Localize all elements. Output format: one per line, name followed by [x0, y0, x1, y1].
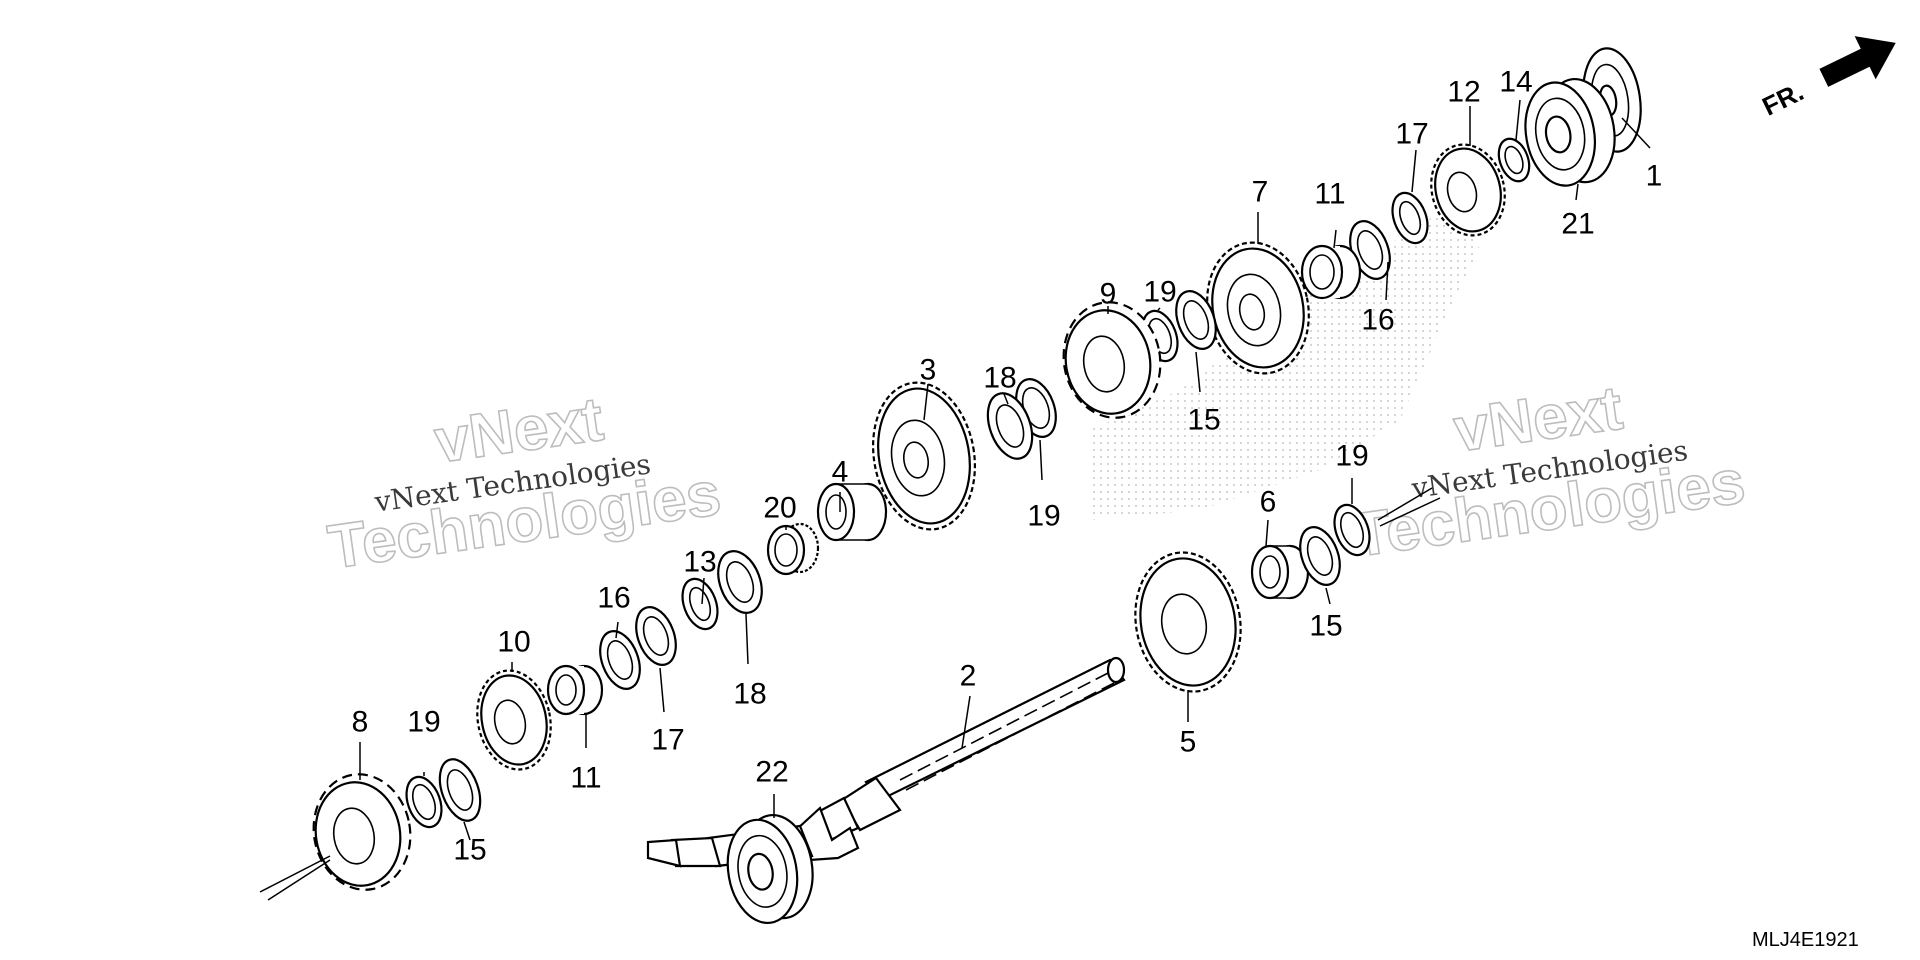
part-circlip-19-right	[1333, 503, 1371, 557]
callout-7: 7	[1252, 176, 1269, 209]
part-gear-3	[872, 381, 976, 531]
callout-20: 20	[763, 492, 796, 525]
callout-15-upper: 15	[1187, 404, 1220, 437]
part-gear-10	[476, 669, 552, 771]
part-bushing-4	[816, 482, 888, 542]
part-circlip-19-lower	[405, 775, 443, 829]
callout-16-lower: 16	[597, 582, 630, 615]
callout-19-mid: 19	[1027, 500, 1060, 533]
part-gear-5	[1134, 551, 1242, 693]
callout-19-upper: 19	[1143, 276, 1176, 309]
callout-9: 9	[1100, 278, 1117, 311]
front-direction-indicator: FR.	[1757, 36, 1896, 122]
part-needle-bearing-11-upper	[1300, 244, 1362, 300]
part-washer-14	[1497, 137, 1531, 183]
callout-12: 12	[1447, 76, 1480, 109]
callout-17-lower: 17	[651, 724, 684, 757]
callout-19-lower: 19	[407, 706, 440, 739]
part-gear-8	[312, 773, 412, 891]
callout-21: 21	[1561, 208, 1594, 241]
part-lock-washer-17-lower	[635, 606, 677, 666]
part-gear-7	[1206, 241, 1310, 375]
part-washer-15-right	[1299, 526, 1341, 586]
callout-22: 22	[755, 756, 788, 789]
part-washer-15-upper	[1175, 290, 1217, 350]
part-washer-13	[681, 577, 719, 631]
callout-8: 8	[352, 706, 369, 739]
callout-14: 14	[1499, 66, 1532, 99]
front-arrow-icon	[1819, 36, 1896, 87]
callout-2: 2	[960, 660, 977, 693]
callout-3: 3	[920, 354, 937, 387]
part-lock-washer-17-upper	[1391, 191, 1429, 245]
callout-1: 1	[1646, 160, 1663, 193]
callout-15-right: 15	[1309, 610, 1342, 643]
callout-6: 6	[1260, 486, 1277, 519]
part-needle-bearing-11-lower	[546, 664, 604, 716]
callout-11-lower: 11	[570, 762, 601, 795]
callout-10: 10	[497, 626, 530, 659]
part-washer-15-lower	[438, 758, 482, 822]
callout-19-right: 19	[1335, 440, 1368, 473]
callout-5: 5	[1180, 726, 1197, 759]
callout-13: 13	[683, 546, 716, 579]
part-bushing-6	[1250, 544, 1310, 600]
callout-18-upper: 18	[983, 362, 1016, 395]
callout-11-upper: 11	[1314, 178, 1345, 211]
callout-18-lower: 18	[733, 678, 766, 711]
callout-numbers: 1 2 3 4 5 6 7 8 9 10 11 11 12 13 14 15 1…	[352, 66, 1663, 867]
part-mainshaft	[646, 656, 1126, 868]
part-gear-9	[1062, 301, 1162, 419]
part-ball-bearing-22	[726, 813, 814, 925]
diagram-code: MLJ4E1921	[1752, 929, 1859, 951]
part-washer-18-lower	[717, 550, 763, 614]
part-washer-18-upper	[986, 392, 1034, 460]
watermark-right: vNext Technologies vNext Technologies	[1348, 373, 1750, 572]
callout-17-upper: 17	[1395, 118, 1428, 151]
leader-lines	[259, 99, 1651, 901]
callout-4: 4	[832, 456, 849, 489]
part-splined-washer-16-lower	[599, 630, 641, 690]
callout-16-upper: 16	[1361, 304, 1394, 337]
watermark-left: vNext Technologies vNext Technologies	[323, 384, 725, 583]
part-ball-bearing	[1524, 77, 1616, 187]
callout-15-lower: 15	[453, 834, 486, 867]
part-gear-12	[1430, 143, 1506, 237]
front-label: FR.	[1757, 76, 1808, 121]
part-needle-bearing-20	[766, 522, 820, 576]
